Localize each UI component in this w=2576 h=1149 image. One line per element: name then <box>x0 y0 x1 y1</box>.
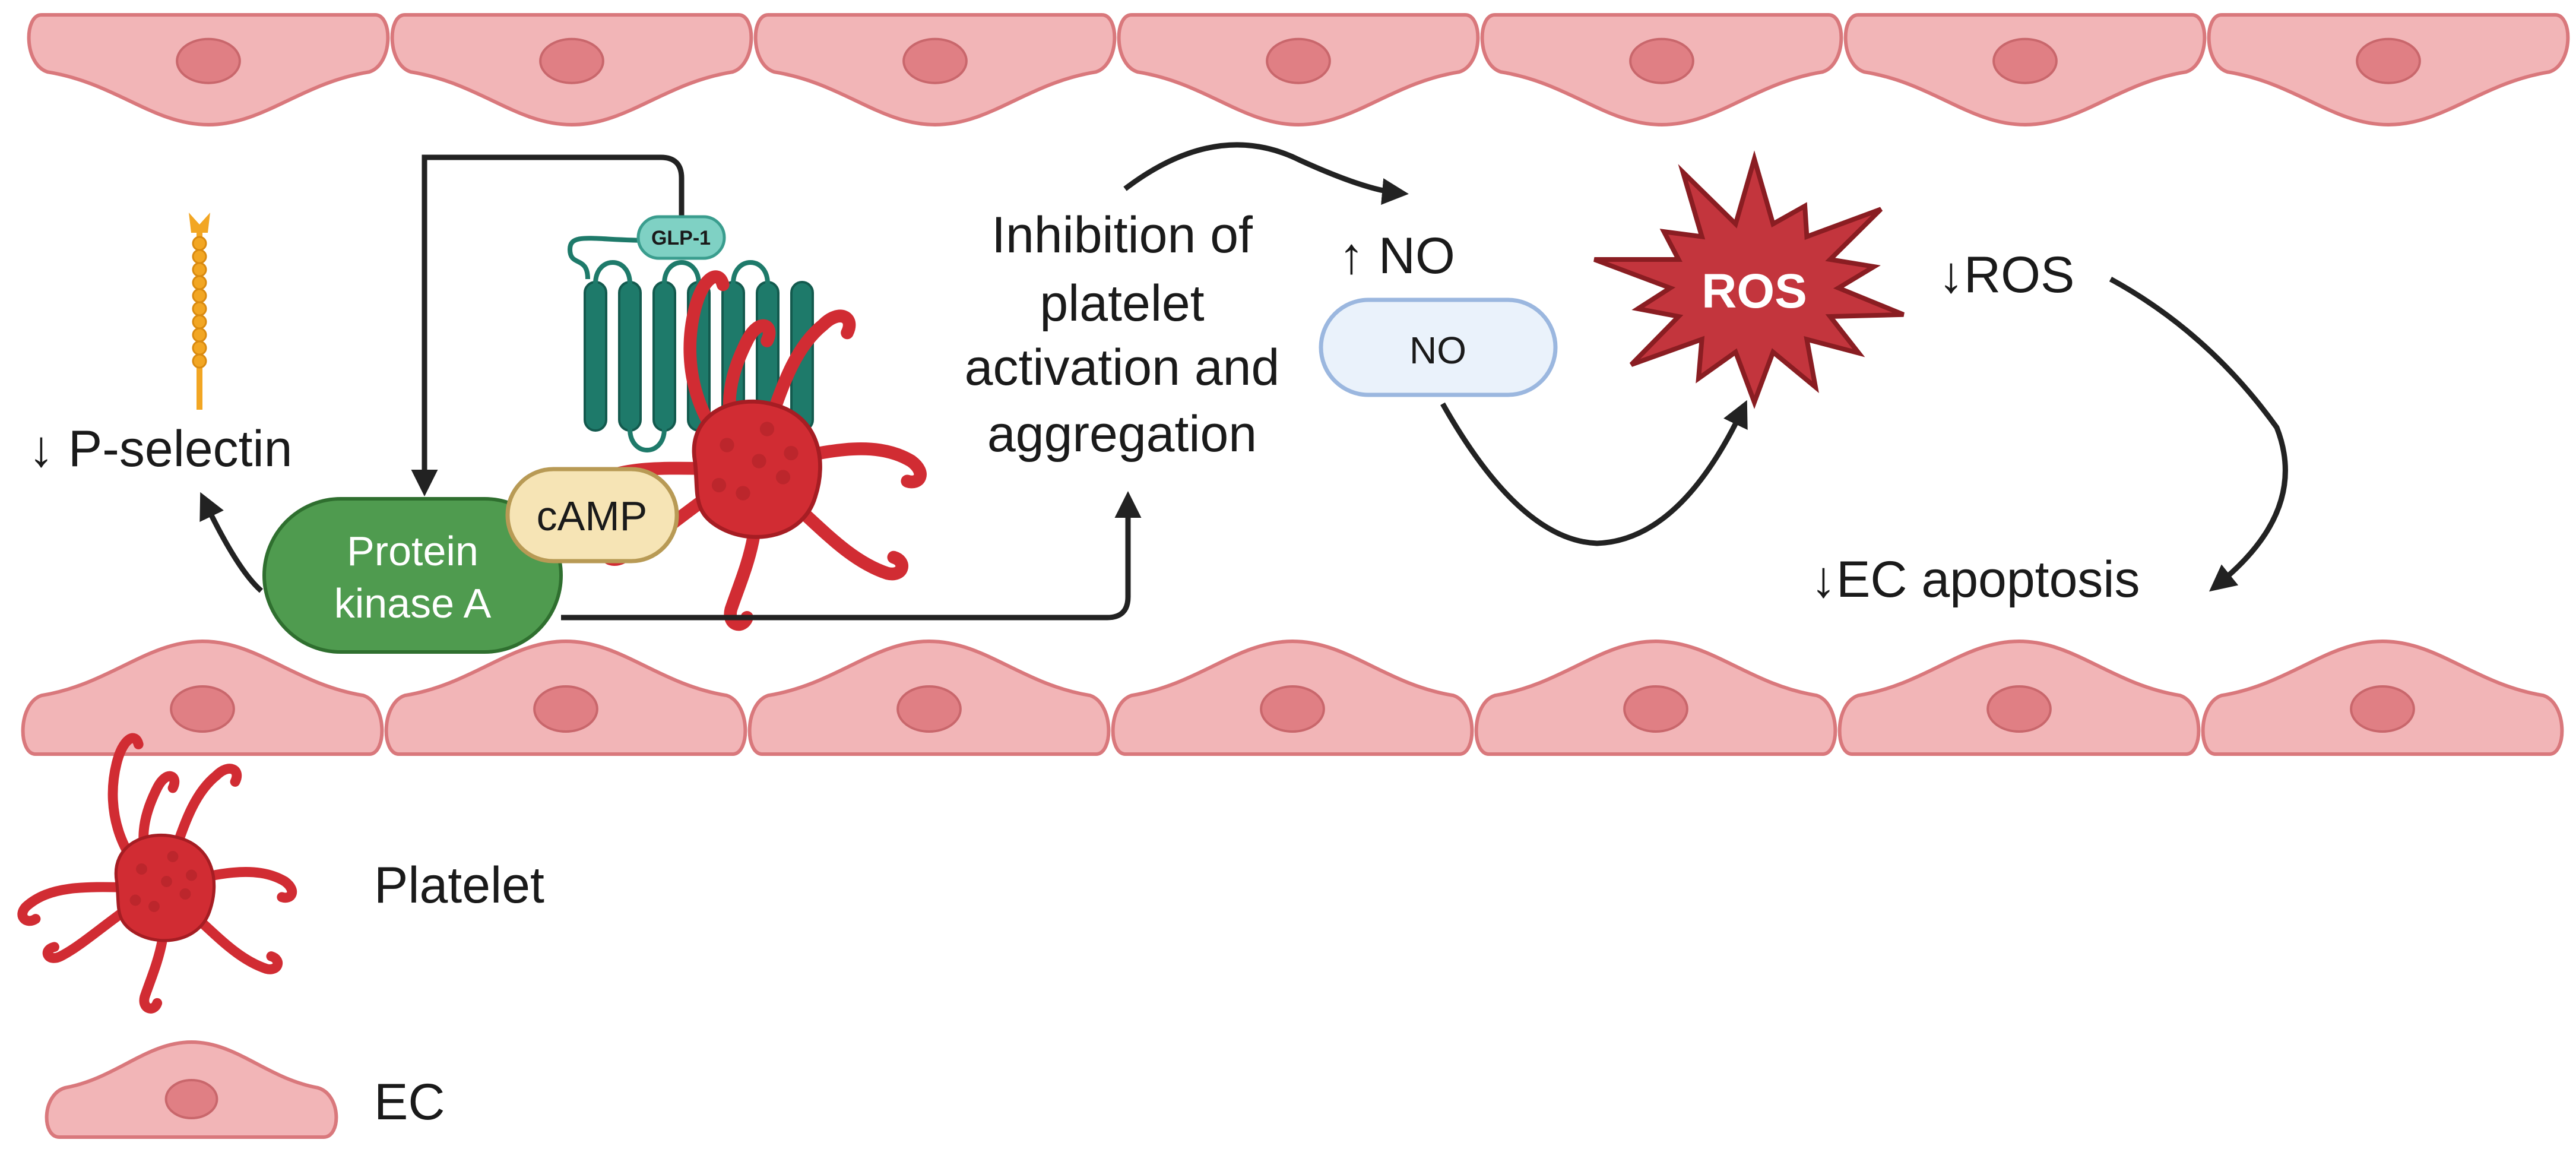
endothelial-cell-icon <box>2207 13 2570 127</box>
endothelial-cell-icon <box>1480 13 1843 127</box>
p-selectin-icon <box>189 213 210 410</box>
pka-label-line2: kinase A <box>334 580 492 626</box>
legend-platelet-icon <box>17 733 297 1014</box>
legend-ec-label: EC <box>374 1074 445 1131</box>
inhibition-line1: Inhibition of <box>991 207 1253 264</box>
endothelial-cell-icon <box>45 1040 338 1139</box>
pka-to-inhibition-arrow <box>561 491 1142 621</box>
camp-molecule: cAMP <box>505 467 679 564</box>
endothelial-cell-icon <box>1474 639 1837 756</box>
pka-label-line1: Protein <box>347 528 479 574</box>
inhibition-line3: activation and <box>965 339 1280 396</box>
protein-kinase-a: Protein kinase A <box>262 497 563 654</box>
ros-burst-icon: ROS <box>1593 150 1905 409</box>
no-to-ros-arrow <box>1440 400 1748 546</box>
legend: Platelet EC <box>17 733 544 1139</box>
endothelial-cell-icon <box>1837 639 2201 756</box>
legend-ec-icon <box>45 1040 338 1139</box>
endothelial-cell-icon <box>384 639 747 756</box>
ros-to-apoptosis-arrow <box>2109 277 2288 592</box>
bottom-endothelial-layer <box>21 639 2564 756</box>
glp1-label: GLP-1 <box>651 227 711 249</box>
no-molecule: NO <box>1319 297 1558 397</box>
inhibition-to-no-arrow <box>1123 142 1409 205</box>
endothelial-cell-icon <box>1111 639 1474 756</box>
no-up-label: ↑ NO <box>1339 227 1455 284</box>
p-selectin-label: ↓ P-selectin <box>28 420 293 477</box>
ec-apoptosis-label: ↓EC apoptosis <box>1811 551 2140 608</box>
endothelial-cell-icon <box>27 13 390 127</box>
pka-to-selectin-arrow <box>199 492 263 593</box>
endothelial-cell-icon <box>2201 639 2564 756</box>
endothelial-cell-icon <box>390 13 753 127</box>
inhibition-line2: platelet <box>1040 275 1204 332</box>
inhibition-text: Inhibition of platelet activation and ag… <box>965 207 1280 463</box>
endothelial-cell-icon <box>21 639 384 756</box>
ros-burst-label: ROS <box>1702 264 1807 318</box>
no-pill-label: NO <box>1409 329 1466 372</box>
top-endothelial-layer <box>27 13 2570 127</box>
endothelial-cell-icon <box>753 13 1117 127</box>
ros-down-label: ↓ROS <box>1938 246 2074 303</box>
legend-platelet-label: Platelet <box>374 857 544 914</box>
camp-label: cAMP <box>537 493 648 539</box>
endothelial-cell-icon <box>1843 13 2207 127</box>
endothelial-cell-icon <box>747 639 1111 756</box>
inhibition-line4: aggregation <box>987 406 1257 463</box>
glp1-ligand <box>636 215 726 260</box>
endothelial-cell-icon <box>1117 13 1480 127</box>
receptor-to-pka-arrow <box>411 154 685 496</box>
